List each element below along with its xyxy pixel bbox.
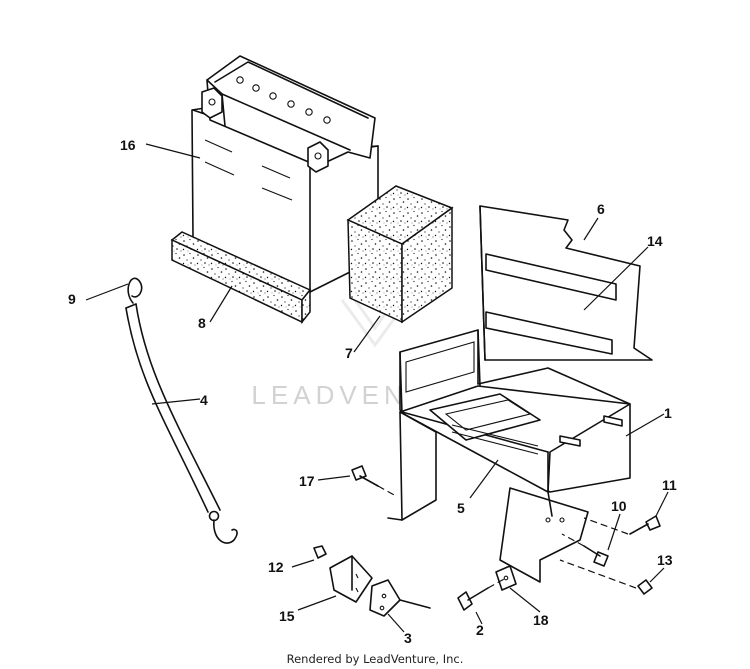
callout-7: 7 [345,345,353,361]
callout-14: 14 [647,233,663,249]
callout-11: 11 [662,477,677,493]
callout-2: 2 [476,622,484,638]
part-3-clip [369,579,431,617]
callout-8: 8 [198,315,206,331]
assembly-dashed-line-10 [561,533,585,547]
part-7-foam-block [346,185,454,324]
callout-13: 13 [657,552,673,568]
part-11-bolt [629,515,661,535]
callout-6: 6 [597,201,605,217]
callout-15: 15 [279,608,295,624]
callout-1: 1 [664,405,672,421]
footer-credit: Rendered by LeadVenture, Inc. [287,652,464,666]
part-15-bracket [329,555,373,603]
part-18-washer [495,565,517,591]
assembly-dashed-line-13 [559,559,637,589]
callout-10: 10 [611,498,627,514]
part-14-strip-top [485,253,617,301]
part-14-strip-bottom [485,311,613,355]
part-1-battery-tray [387,329,631,583]
leader-lines [85,143,669,633]
part-6-back-plate [479,205,653,361]
part-8-foam-strip [170,231,312,325]
part-10-screw [583,545,609,567]
part-9-hook [127,277,143,304]
callout-3: 3 [404,630,412,646]
callout-5: 5 [457,500,465,516]
callouts: 16 9 4 8 7 6 14 1 5 17 10 11 13 12 15 3 … [68,137,677,646]
part-2-bolt [457,577,507,611]
assembly-dashed-line-11 [583,517,629,535]
part-16-battery [191,55,379,293]
part-12-nut [313,545,327,559]
callout-9: 9 [68,291,76,307]
part-13-nut [637,579,653,595]
callout-16: 16 [120,137,136,153]
part-4-strap [125,303,238,544]
callout-4: 4 [200,392,208,408]
callout-18: 18 [533,612,549,628]
callout-12: 12 [268,559,284,575]
part-17-bolt [351,465,397,497]
callout-17: 17 [299,473,315,489]
